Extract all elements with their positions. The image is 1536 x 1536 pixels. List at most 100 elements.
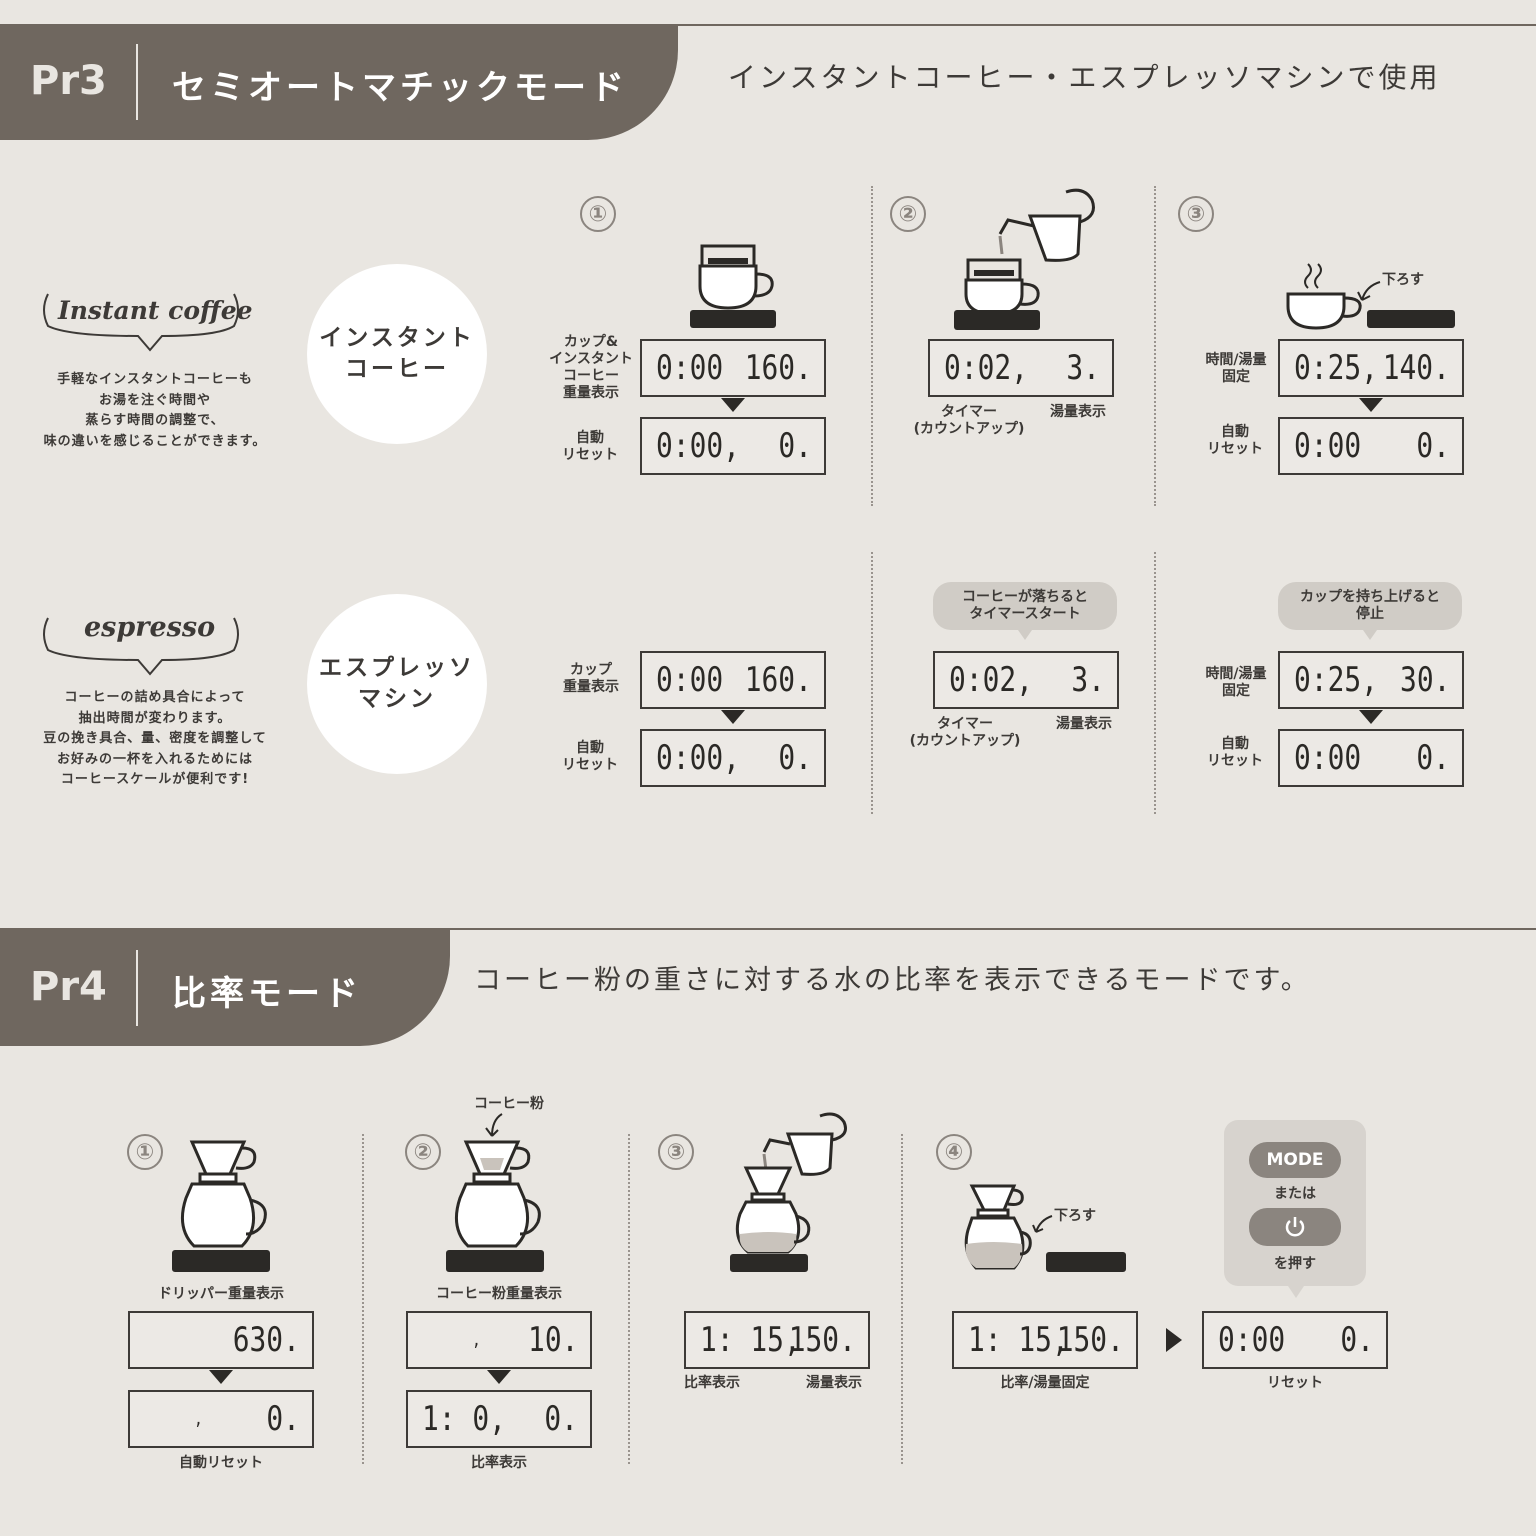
instant-description: 手軽なインスタントコーヒーも お湯を注ぐ時間や 蒸らす時間の調整で、 味の違いを… xyxy=(43,372,267,449)
cup-with-dripbag-icon xyxy=(690,244,776,328)
step-divider xyxy=(901,1134,903,1464)
instant-step2-water-label: 湯量表示 xyxy=(1050,404,1106,420)
lcd-time: 0:00 xyxy=(656,348,724,388)
instant-step2-timer-label: タイマー (カウントアップ) xyxy=(913,404,1025,437)
espresso-step1-display-top: 0:00 160. xyxy=(640,651,826,709)
down-arrow-icon xyxy=(721,710,745,724)
pr4-s1-label: ドリッパー重量表示 xyxy=(158,1286,284,1302)
lcd-weight: 140. xyxy=(1382,348,1450,388)
lower-arrow-icon xyxy=(1357,281,1381,301)
pr4-s2-powder-label: コーヒー粉 xyxy=(474,1096,544,1112)
pr4-header-separator xyxy=(136,950,138,1026)
espresso-step2-timer-label: タイマー (カウントアップ) xyxy=(909,716,1021,749)
empty-scale-platform xyxy=(1367,310,1455,328)
dripper-server-icon xyxy=(172,1140,270,1272)
lcd-time: 0:00 xyxy=(1294,426,1362,466)
dripper-with-powder-icon xyxy=(446,1140,544,1272)
or-label: または xyxy=(1274,1186,1316,1202)
step-divider xyxy=(1154,186,1156,506)
lcd-time: 0:25, xyxy=(1294,660,1378,700)
pr3-description: インスタントコーヒー・エスプレッソマシンで使用 xyxy=(728,61,1441,94)
lcd-weight: 0. xyxy=(778,738,812,778)
lcd-time: 0:00 xyxy=(1294,738,1362,778)
power-button[interactable] xyxy=(1249,1208,1341,1246)
pr4-step-4-number: ④ xyxy=(936,1134,972,1170)
lcd-weight: 30. xyxy=(1399,660,1450,700)
instant-step1-display-bottom: 0:00, 0. xyxy=(640,417,826,475)
espresso-machine-circle: エスプレッソ マシン xyxy=(307,594,487,774)
pr4-s3-water-label: 湯量表示 xyxy=(806,1375,862,1391)
mode-button[interactable]: MODE xyxy=(1249,1142,1341,1178)
espresso-step3-display-top: 0:25, 30. xyxy=(1278,651,1464,709)
down-arrow-icon xyxy=(1359,398,1383,412)
lcd-time: 0:00, xyxy=(656,426,740,466)
pr4-s4-display: 1: 15, 150. xyxy=(952,1311,1138,1369)
pr4-s3-display: 1: 15, 150. xyxy=(684,1311,870,1369)
pr3-mode-label: Pr3 xyxy=(30,58,107,104)
lcd-weight: 630. xyxy=(232,1320,300,1360)
pr4-s1-bottom-label: 自動リセット xyxy=(179,1455,263,1471)
right-arrow-icon xyxy=(1166,1328,1182,1352)
step-divider xyxy=(628,1134,630,1464)
pr3-step-3-number: ③ xyxy=(1178,196,1214,232)
kettle-pouring-dripper-icon xyxy=(730,1112,847,1272)
espresso-step3-top-label: 時間/湯量 固定 xyxy=(1205,666,1267,699)
espresso-step3-bottom-label: 自動 リセット xyxy=(1207,736,1263,769)
lcd-time: 0:00 xyxy=(1218,1320,1286,1360)
step-divider xyxy=(871,186,873,506)
pr4-mode-label: Pr4 xyxy=(30,964,107,1010)
pr4-header-bar xyxy=(0,930,450,1046)
espresso-step1-bottom-label: 自動 リセット xyxy=(562,740,618,773)
instant-step2-display: 0:02, 3. xyxy=(928,339,1114,397)
lcd-weight: 150. xyxy=(1056,1320,1124,1360)
espresso-speech-bracket xyxy=(43,617,239,676)
espresso-step3-display-bottom: 0:00 0. xyxy=(1278,729,1464,787)
lcd-ratio: 1: 0, xyxy=(422,1399,506,1439)
lcd-weight: 160. xyxy=(744,660,812,700)
pr3-step3-lower-label: 下ろす xyxy=(1382,272,1424,288)
instant-step1-top-label: カップ& インスタント コーヒー 重量表示 xyxy=(549,334,633,401)
lcd-weight: 0. xyxy=(1416,738,1450,778)
espresso-stop-bubble: カップを持ち上げると 停止 xyxy=(1278,582,1462,640)
steaming-cup-icon xyxy=(1286,263,1362,330)
lcd-time: 0:00, xyxy=(656,738,740,778)
dripper-lifted-icon xyxy=(964,1184,1032,1270)
pr4-s3-ratio-label: 比率表示 xyxy=(684,1375,740,1391)
lcd-weight: 3. xyxy=(1071,660,1105,700)
espresso-step1-display-bottom: 0:00, 0. xyxy=(640,729,826,787)
instant-step3-top-label: 時間/湯量 固定 xyxy=(1205,352,1267,385)
pr4-step-2-number: ② xyxy=(405,1134,441,1170)
instant-step1-bottom-label: 自動 リセット xyxy=(562,430,618,463)
espresso-step1-top-label: カップ 重量表示 xyxy=(563,662,619,695)
pr4-s1-display-bottom: , 0. xyxy=(128,1390,314,1448)
lcd-ratio: 1: 15, xyxy=(968,1320,1069,1360)
instant-step3-bottom-label: 自動 リセット xyxy=(1207,424,1263,457)
pr4-title: 比率モード xyxy=(172,974,362,1014)
lcd-time: 0:02, xyxy=(949,660,1033,700)
pr4-s2-label: コーヒー粉重量表示 xyxy=(436,1286,562,1302)
espresso-step2-display: 0:02, 3. xyxy=(933,651,1119,709)
lcd-weight: 0. xyxy=(778,426,812,466)
kettle-pouring-icon xyxy=(954,188,1095,330)
top-rule xyxy=(0,24,1536,26)
pr4-top-rule xyxy=(0,928,1536,930)
lcd-time: 0:02, xyxy=(944,348,1028,388)
pr3-step-2-number: ② xyxy=(890,196,926,232)
step-divider xyxy=(871,552,873,814)
pr3-step-1-number: ① xyxy=(580,196,616,232)
pr4-description: コーヒー粉の重さに対する水の比率を表示できるモードです。 xyxy=(474,965,1311,996)
lcd-weight: 0. xyxy=(1416,426,1450,466)
down-arrow-icon xyxy=(721,398,745,412)
pr4-s2-display-top: , 10. xyxy=(406,1311,592,1369)
lower-arrow-icon xyxy=(1032,1215,1053,1233)
espresso-step2-water-label: 湯量表示 xyxy=(1056,716,1112,732)
lcd-weight: 0. xyxy=(1340,1320,1374,1360)
down-arrow-icon xyxy=(487,1370,511,1384)
lcd-time: 0:00 xyxy=(656,660,724,700)
down-arrow-icon xyxy=(1359,710,1383,724)
instant-step3-display-bottom: 0:00 0. xyxy=(1278,417,1464,475)
pr3-header-bar xyxy=(0,24,678,140)
espresso-description: コーヒーの詰め具合によって 抽出時間が変わります。 豆の挽き具合、量、密度を調整… xyxy=(43,690,267,787)
lcd-weight: 160. xyxy=(744,348,812,388)
pr3-title: セミオートマチックモード xyxy=(172,68,628,108)
